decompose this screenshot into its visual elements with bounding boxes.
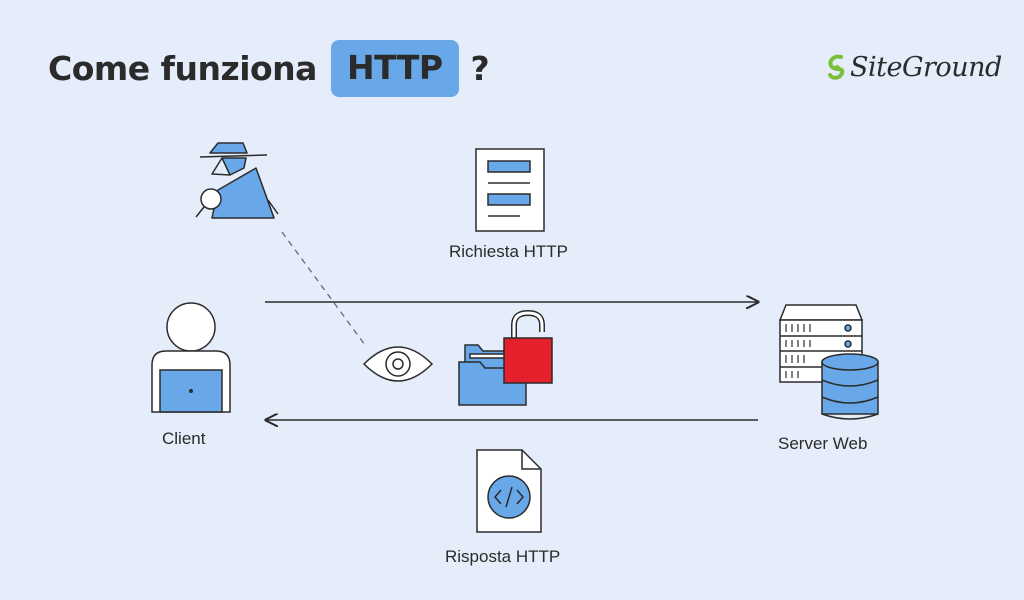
request-label: Richiesta HTTP	[449, 242, 569, 261]
eye-icon	[362, 346, 434, 382]
response-label: Risposta HTTP	[445, 547, 561, 566]
server-label: Server Web	[778, 434, 868, 453]
snooping-dashed-line	[281, 231, 366, 346]
siteground-logo: SiteGround	[826, 52, 1002, 83]
code-file-icon	[476, 449, 542, 533]
siteground-swirl-icon	[828, 54, 845, 80]
title-prefix: Come funziona	[48, 49, 317, 88]
user-laptop-icon	[151, 302, 231, 413]
server-database-icon	[778, 304, 879, 420]
spy-with-magnifier-icon	[195, 142, 279, 219]
title-suffix: ?	[470, 49, 490, 88]
client-label: Client	[162, 429, 206, 448]
page-title: Come funziona HTTP ?	[48, 40, 490, 97]
unlocked-padlock-icon	[503, 309, 553, 384]
document-icon	[475, 148, 545, 232]
title-highlight-badge: HTTP	[330, 40, 459, 97]
logo-text: SiteGround	[850, 52, 1002, 83]
